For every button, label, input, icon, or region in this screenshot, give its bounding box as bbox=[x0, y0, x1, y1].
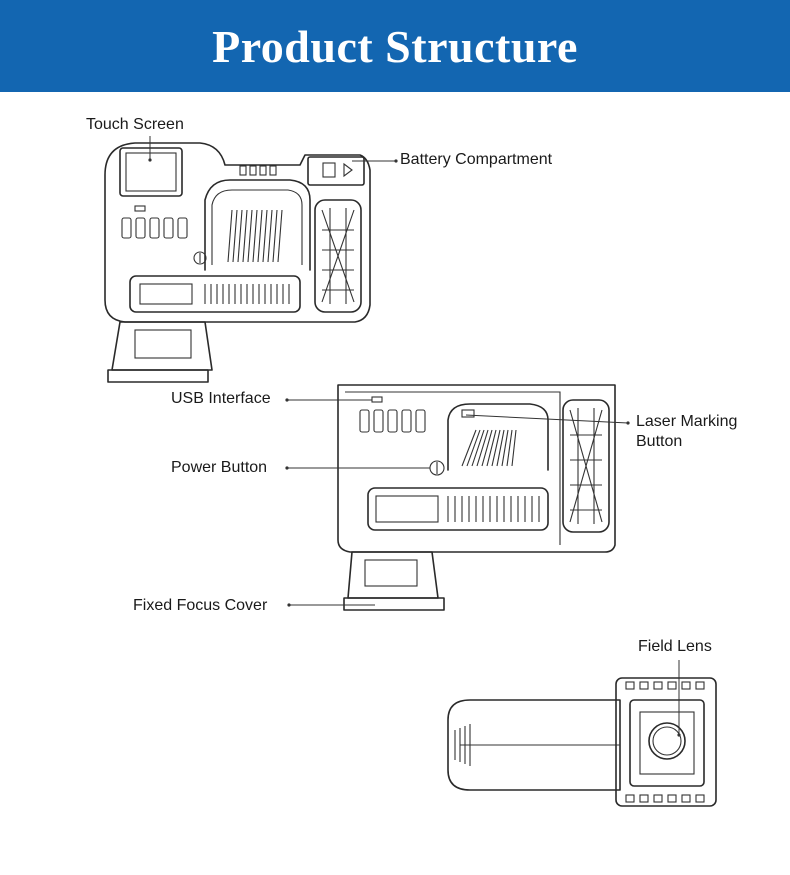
label-battery-compartment: Battery Compartment bbox=[400, 151, 553, 168]
label-laser-marking-button: Laser Marking Button bbox=[636, 412, 737, 452]
title-banner: Product Structure bbox=[0, 0, 790, 92]
label-laser-marking-line1: Laser Marking bbox=[636, 413, 738, 430]
label-field-lens: Field Lens bbox=[638, 638, 712, 655]
leader-lines bbox=[148, 136, 681, 737]
label-usb-interface: USB Interface bbox=[171, 390, 271, 407]
device-view-front bbox=[337, 384, 616, 611]
label-laser-marking-line2: Button bbox=[636, 433, 683, 450]
touch-screen-part bbox=[119, 147, 183, 197]
device-view-side bbox=[447, 677, 717, 807]
side-slots bbox=[121, 205, 188, 239]
device-view-top bbox=[104, 142, 371, 383]
page-title: Product Structure bbox=[212, 20, 578, 72]
label-power-button: Power Button bbox=[171, 459, 268, 476]
label-fixed-focus-cover: Fixed Focus Cover bbox=[133, 597, 268, 614]
top-vents bbox=[239, 165, 277, 176]
battery-part bbox=[307, 156, 365, 186]
field-lens-part bbox=[648, 722, 686, 760]
label-touch-screen: Touch Screen bbox=[86, 116, 184, 133]
